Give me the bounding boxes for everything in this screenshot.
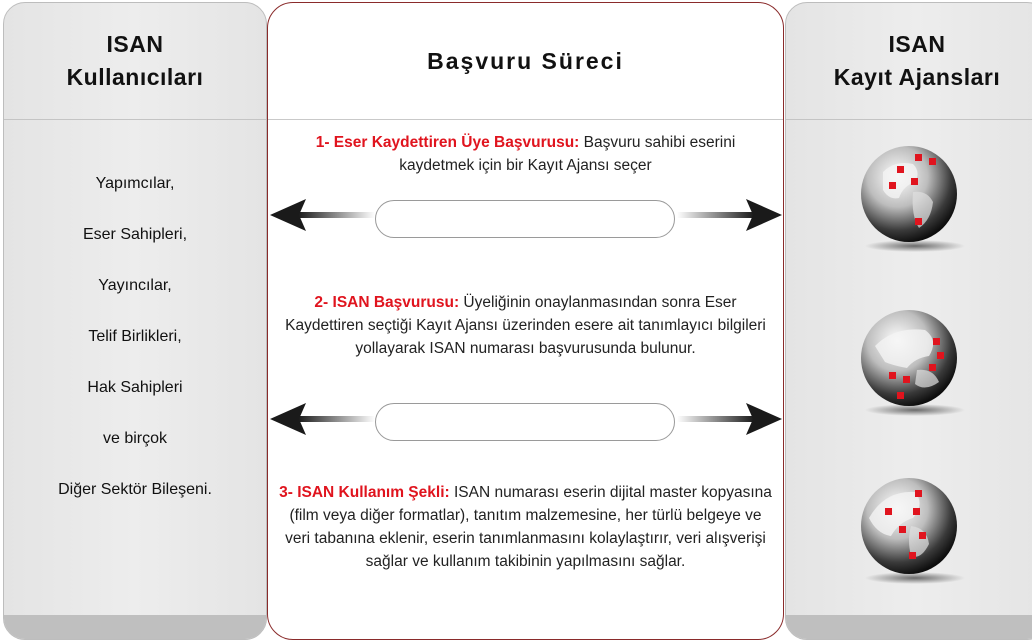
step-2: 2- ISAN Başvurusu: Üyeliğinin onaylanmas… <box>278 291 773 360</box>
user-item: Diğer Sektör Bileşeni. <box>58 481 212 498</box>
agencies-column-header: ISAN Kayıt Ajansları <box>786 3 1032 120</box>
user-item: Telif Birlikleri, <box>88 328 182 345</box>
users-title-line1: ISAN <box>106 31 164 57</box>
step-1-body: Başvuru sahibi eserini kaydetmek için bi… <box>399 134 736 174</box>
step-2-heading: 2- ISAN Başvurusu: <box>314 294 460 311</box>
agencies-column-footer <box>786 615 1032 639</box>
step-3-body: ISAN numarası eserin dijital master kopy… <box>285 484 772 570</box>
connector-pill-1 <box>375 200 675 238</box>
user-item: Yapımcılar, <box>95 175 175 192</box>
users-column-footer <box>4 615 266 639</box>
user-list: Yapımcılar, Eser Sahipleri, Yayıncılar, … <box>4 158 266 515</box>
isan-users-column: ISAN Kullanıcıları Yapımcılar, Eser Sahi… <box>3 2 267 640</box>
step-3-heading: 3- ISAN Kullanım Şekli: <box>279 484 450 501</box>
globe-icon <box>861 478 965 584</box>
user-item: Yayıncılar, <box>98 277 172 294</box>
connector-pill-2 <box>375 403 675 441</box>
step-2-body: Üyeliğinin onaylanmasından sonra Eser Ka… <box>285 294 766 357</box>
users-title-line2: Kullanıcıları <box>66 64 204 90</box>
step-1-heading: 1- Eser Kaydettiren Üye Başvurusu: <box>315 134 580 151</box>
user-item: ve birçok <box>102 430 168 447</box>
step-1: 1- Eser Kaydettiren Üye Başvurusu: Başvu… <box>278 131 773 177</box>
application-process-column: Başvuru Süreci 1- Eser Kaydettiren Üye B… <box>267 2 784 640</box>
globe-icon <box>861 146 965 252</box>
user-item: Eser Sahipleri, <box>82 226 188 243</box>
step-3: 3- ISAN Kullanım Şekli: ISAN numarası es… <box>278 481 773 573</box>
process-title: Başvuru Süreci <box>268 3 783 120</box>
agencies-title-line1: ISAN <box>888 31 946 57</box>
user-item: Hak Sahipleri <box>87 379 183 396</box>
users-column-header: ISAN Kullanıcıları <box>4 3 266 120</box>
globe-icon <box>861 310 965 416</box>
agencies-title-line2: Kayıt Ajansları <box>833 64 1001 90</box>
